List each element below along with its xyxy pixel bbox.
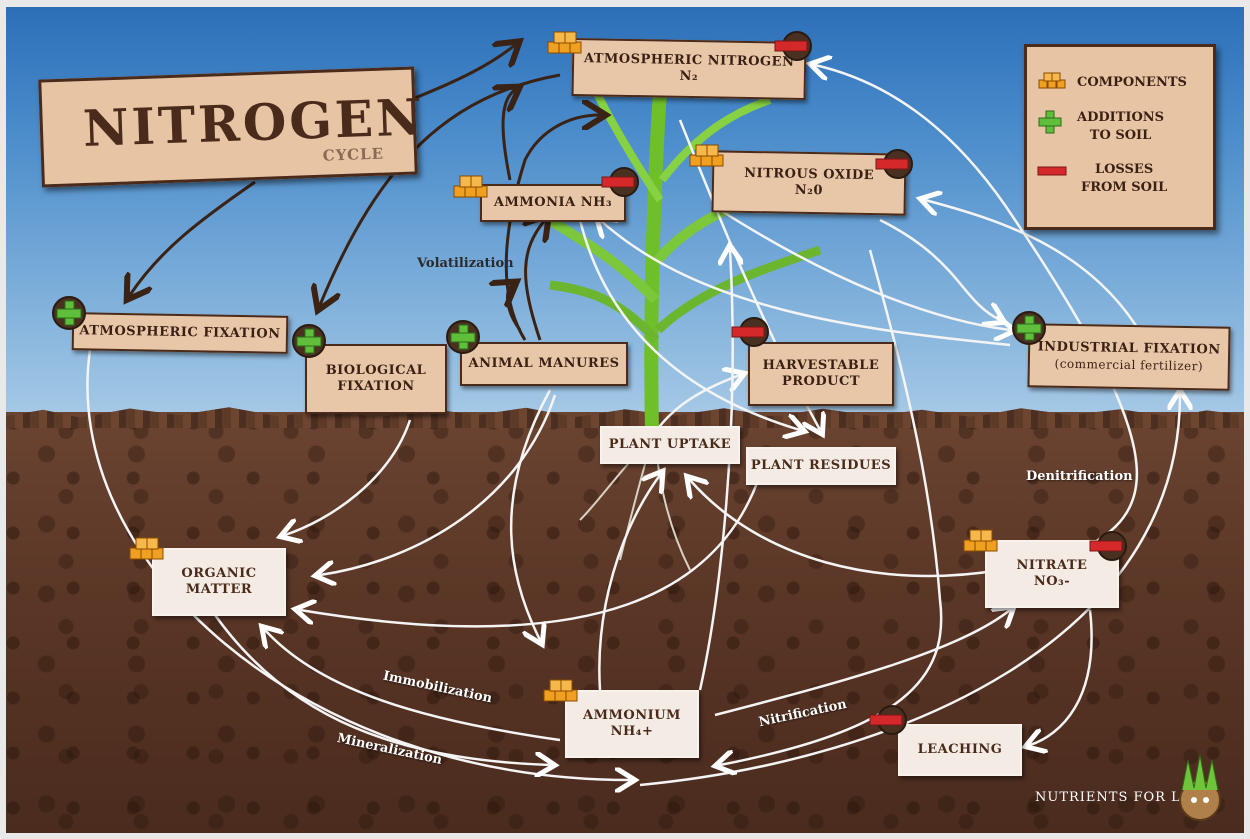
node-leaching-line1: LEACHING	[917, 741, 1003, 757]
node-plant-uptake-line1: PLANT UPTAKE	[608, 436, 732, 452]
node-ammonia: AMMONIA NH₃	[480, 184, 626, 222]
node-ammonium: AMMONIUM NH₄+	[565, 690, 699, 758]
node-ammonium-line1: AMMONIUM	[583, 707, 681, 723]
node-ammonia-line1: AMMONIA NH₃	[493, 194, 613, 210]
node-leaching: LEACHING	[898, 724, 1022, 776]
legend-losses-line2: FROM SOIL	[1081, 179, 1168, 195]
legend-additions-line1: ADDITIONS	[1077, 110, 1165, 125]
legend-additions-text: ADDITIONS TO SOIL	[1077, 109, 1164, 144]
label-denitrification: Denitrification	[1026, 469, 1133, 484]
node-organic-matter-line2: MATTER	[185, 582, 253, 597]
legend-losses-line1: LOSSES	[1094, 162, 1154, 177]
node-ammonium-line2: NH₄+	[610, 724, 654, 739]
node-animal-manures-line1: ANIMAL MANURES	[468, 355, 620, 371]
soil-background	[6, 412, 1244, 833]
legend-additions-line2: TO SOIL	[1089, 127, 1152, 143]
node-plant-uptake: PLANT UPTAKE	[600, 426, 740, 464]
nutrients-for-life-logo: NUTRIENTS FOR LIFE	[1035, 790, 1208, 805]
mascot-icon	[1179, 754, 1221, 821]
node-biological-fixation-line1: BIOLOGICAL	[325, 362, 427, 378]
legend-components-label: COMPONENTS	[1077, 75, 1187, 90]
legend: COMPONENTS ADDITIONS TO SOIL LOSSES FROM…	[1024, 44, 1216, 230]
legend-losses-text: LOSSES FROM SOIL	[1081, 161, 1167, 196]
plus-icon	[1038, 110, 1062, 134]
minus-icon	[1037, 166, 1067, 176]
node-biological-fixation-line2: FIXATION	[337, 379, 415, 394]
node-organic-matter: ORGANIC MATTER	[152, 548, 286, 616]
node-plant-residues-line1: PLANT RESIDUES	[750, 457, 892, 473]
node-plant-residues: PLANT RESIDUES	[746, 447, 896, 485]
label-volatilization: Volatilization	[417, 256, 514, 271]
node-biological-fixation: BIOLOGICAL FIXATION	[305, 344, 447, 414]
legend-additions: ADDITIONS TO SOIL	[1037, 109, 1164, 144]
legend-components: COMPONENTS	[1037, 71, 1187, 93]
node-harvestable-product-line2: PRODUCT	[781, 374, 861, 389]
node-nitrate-line1: NITRATE	[1016, 557, 1088, 573]
node-nitrate-line2: NO₃-	[1033, 574, 1071, 589]
node-harvestable-product: HARVESTABLE PRODUCT	[748, 342, 894, 406]
node-harvestable-product-line1: HARVESTABLE	[762, 357, 880, 373]
component-icon	[1038, 72, 1066, 89]
node-animal-manures: ANIMAL MANURES	[460, 342, 628, 386]
node-organic-matter-line1: ORGANIC	[181, 565, 257, 581]
legend-losses: LOSSES FROM SOIL	[1037, 161, 1167, 196]
